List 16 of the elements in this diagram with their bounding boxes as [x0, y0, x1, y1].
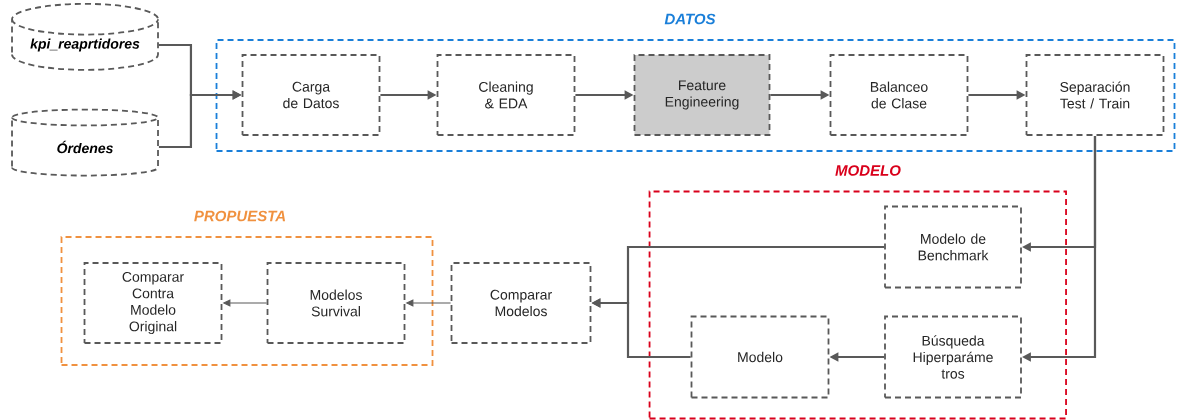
process-box: Comparar Modelos: [450, 262, 592, 344]
group-title: PROPUESTA: [194, 210, 286, 222]
process-box: Carga de Datos: [241, 54, 381, 136]
process-box: Comparar Contra Modelo Original: [83, 262, 223, 344]
process-box: Búsqueda Hiperparáme tros: [884, 315, 1022, 399]
database-cylinder: kpi_reaprtidores: [11, 2, 159, 71]
group-title: MODELO: [835, 165, 901, 176]
process-box: Balanceo de Clase: [829, 54, 969, 136]
group-title: DATOS: [664, 13, 716, 25]
process-box: Modelos Survival: [266, 262, 406, 344]
process-box: Feature Engineering: [633, 54, 771, 136]
process-box: Cleaning & EDA: [436, 54, 576, 136]
process-box: Separación Test / Train: [1025, 54, 1165, 136]
database-cylinder: Órdenes: [11, 108, 159, 177]
process-box: Modelo: [690, 315, 830, 399]
process-box: Modelo de Benchmark: [884, 205, 1022, 289]
